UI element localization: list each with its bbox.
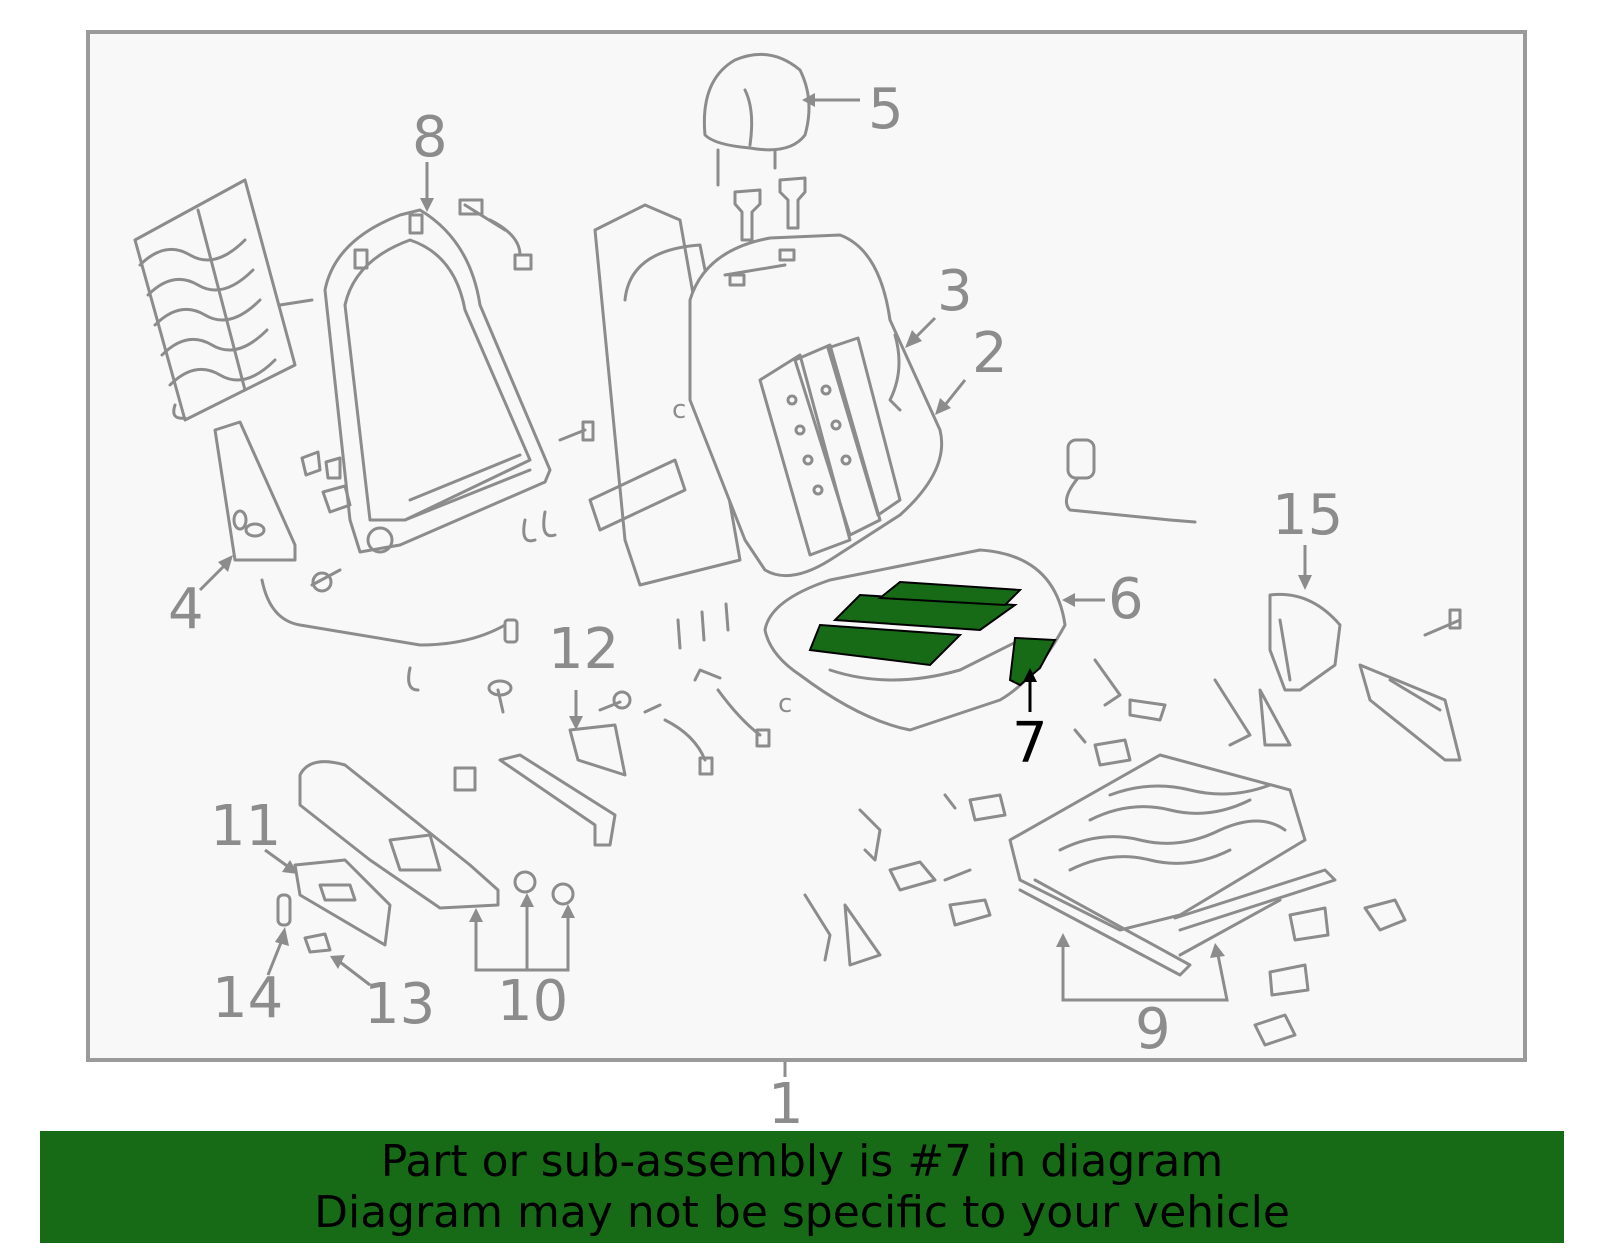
callout-4: 4: [168, 577, 204, 642]
callout-15: 15: [1272, 483, 1343, 548]
seat-track-adjuster: [1008, 753, 1407, 1047]
seat-back-spring-mat: [133, 178, 314, 422]
seat-back-pad: c: [588, 203, 742, 587]
banner-line-part: Part or sub-assembly is #7 in diagram: [380, 1136, 1224, 1187]
seat-back-frame: [323, 198, 552, 554]
seat-heater-pad-highlight: [808, 580, 1057, 687]
seat-back-cover: [688, 233, 944, 578]
callout-9: 9: [1135, 997, 1171, 1062]
callout-2: 2: [972, 321, 1008, 386]
wire-harness: [643, 438, 1197, 776]
svg-text:c: c: [672, 395, 686, 425]
part-info-banner: Part or sub-assembly is #7 in diagram Di…: [40, 1131, 1564, 1243]
callout-12: 12: [548, 617, 619, 682]
banner-line-disclaimer: Diagram may not be specific to your vehi…: [314, 1187, 1290, 1238]
callout-8: 8: [412, 105, 448, 170]
callout-numbers: 5 8 3 2 4 6 12 15 7 11 14 13 10 9 1: [168, 77, 1343, 1137]
callout-5: 5: [868, 77, 904, 142]
headrest: [702, 52, 811, 242]
svg-text:c: c: [778, 689, 792, 719]
leader-lines: [198, 93, 1312, 1077]
callout-13: 13: [364, 972, 435, 1037]
callout-10: 10: [497, 969, 568, 1034]
callout-14: 14: [212, 966, 283, 1031]
side-shield-trim: [213, 420, 519, 692]
callout-1: 1: [768, 1072, 804, 1137]
clips-right: [803, 658, 1292, 967]
clips-left: [300, 450, 352, 593]
callout-11: 11: [210, 794, 281, 859]
callout-3: 3: [937, 259, 973, 324]
lower-trim-parts: [276, 723, 627, 954]
screws-middle: c: [487, 420, 792, 719]
callout-6: 6: [1108, 567, 1144, 632]
recliner-cover: [1268, 592, 1462, 762]
callout-7: 7: [1012, 711, 1048, 776]
